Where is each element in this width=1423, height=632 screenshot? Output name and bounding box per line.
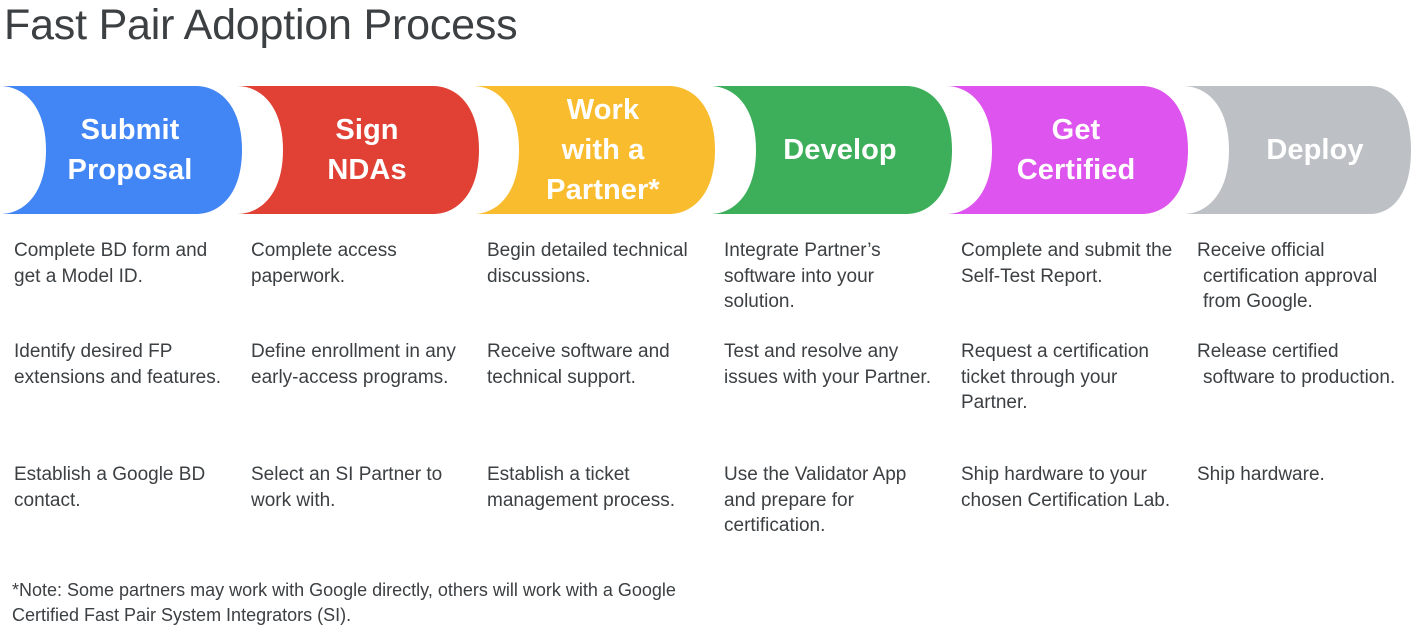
stage-label-line: Partner*	[546, 174, 660, 206]
stage-banner-shape-icon	[473, 86, 715, 214]
stage-banner-shape-icon	[237, 86, 479, 214]
stage-label-line: Work	[566, 94, 640, 126]
stage-label-line: Submit	[80, 114, 180, 146]
stage-detail-item: Complete access paperwork.	[251, 240, 397, 287]
stage-detail-item: Select an SI Partner to work with.	[251, 464, 443, 511]
stage-banner-sign-ndas[interactable]: Sign NDAs	[237, 86, 479, 214]
stage-label-line: Proposal	[67, 154, 193, 186]
stage-label-line: Develop	[783, 134, 897, 166]
stage-label-line: NDAs	[327, 154, 407, 186]
stage-banner-label-deploy: Deploy	[1229, 86, 1401, 214]
footnote-note: *Note: Some partners may work with Googl…	[12, 580, 676, 625]
stage-detail-item: Ship hardware.	[1197, 464, 1325, 485]
stage-detail-item: Receive software and technical support.	[487, 341, 670, 388]
stage-detail-item: Release certified software to production…	[1197, 341, 1396, 388]
stage-banner-deploy[interactable]: Deploy	[1183, 86, 1411, 214]
stage-label-line: Sign	[335, 114, 399, 146]
stage-banner-get-certified[interactable]: Get Certified	[946, 86, 1188, 214]
stage-banner-shape-icon	[710, 86, 952, 214]
stage-banner-shape-icon	[946, 86, 1188, 214]
stage-label-line: Certified	[1016, 154, 1136, 186]
stage-detail-item: Complete and submit the Self-Test Report…	[961, 240, 1173, 287]
stage-banner-label-work-with-a-partner: Work with a Partner*	[519, 86, 687, 214]
stage-detail-item: Request a certification ticket through y…	[961, 341, 1149, 413]
stage-banner-label-sign-ndas: Sign NDAs	[283, 86, 451, 214]
stage-banner-shape-icon	[1183, 86, 1411, 214]
stage-banner-label-get-certified: Get Certified	[992, 86, 1160, 214]
stage-detail-item: Establish a Google BD contact.	[14, 464, 206, 511]
stage-detail-item: Identify desired FP extensions and featu…	[14, 341, 222, 388]
stage-banner-submit-proposal[interactable]: Submit Proposal	[0, 86, 242, 214]
stage-label-line: Deploy	[1266, 134, 1364, 166]
stage-detail-item: Begin detailed technical discussions.	[487, 240, 688, 287]
stage-detail-item: Define enrollment in any early-access pr…	[251, 341, 456, 388]
stage-banner-work-with-a-partner[interactable]: Work with a Partner*	[473, 86, 715, 214]
stage-detail-item: Complete BD form and get a Model ID.	[14, 240, 208, 287]
stage-banner-develop[interactable]: Develop	[710, 86, 952, 214]
stage-banner-label-submit-proposal: Submit Proposal	[46, 86, 214, 214]
stage-detail-item: Use the Validator App and prepare for ce…	[724, 464, 907, 536]
stage-detail-item: Ship hardware to your chosen Certificati…	[961, 464, 1171, 511]
page-title: Fast Pair Adoption Process	[4, 1, 518, 49]
stage-detail-item: Receive official certification approval …	[1197, 240, 1378, 312]
stage-label-line: Get	[1051, 114, 1101, 146]
stage-banner-shape-icon	[0, 86, 242, 214]
stage-detail-item: Test and resolve any issues with your Pa…	[724, 341, 931, 388]
stage-detail-item: Integrate Partner’s software into your s…	[724, 240, 881, 312]
stage-label-line: with a	[561, 134, 645, 166]
stage-detail-item: Establish a ticket management process.	[487, 464, 675, 511]
process-stage-banner-row: Submit Proposal Sign NDAs Work with a Pa…	[0, 86, 1423, 214]
stage-banner-label-develop: Develop	[756, 86, 924, 214]
